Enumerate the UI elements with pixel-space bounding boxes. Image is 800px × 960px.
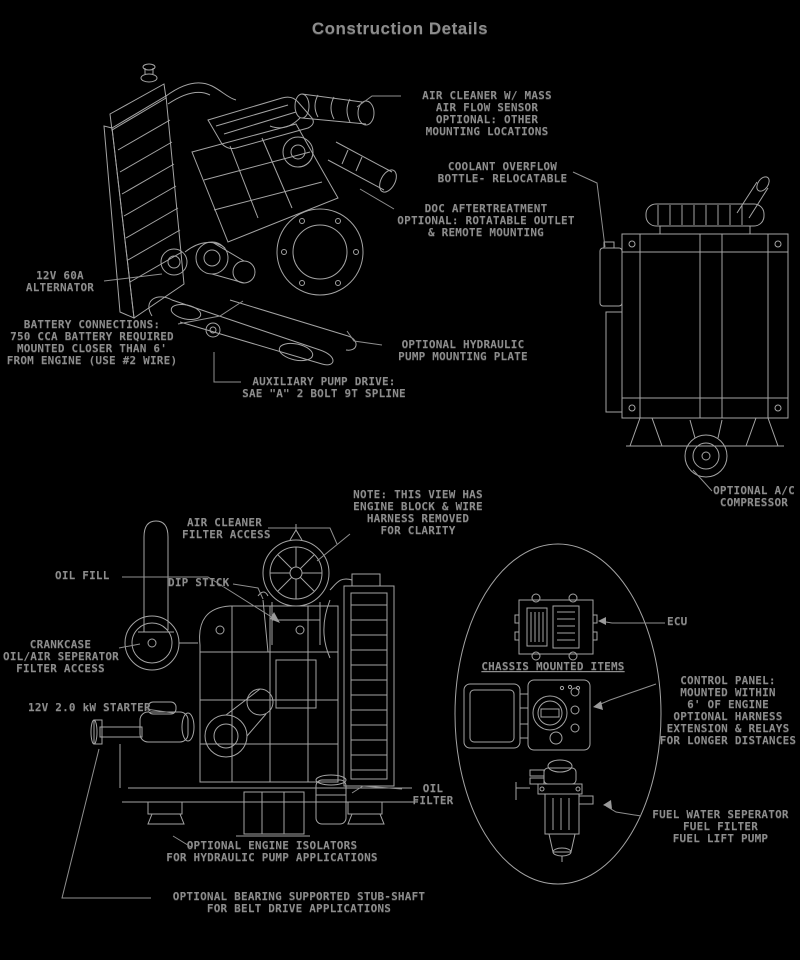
- chassis-mounted-items-drawing: [454, 543, 662, 885]
- label-fuel-system: FUEL WATER SEPERATOR FUEL FILTER FUEL LI…: [652, 808, 789, 845]
- label-coolant-overflow: COOLANT OVERFLOW BOTTLE- RELOCATABLE: [437, 160, 568, 185]
- label-starter: 12V 2.0 kW STARTER: [28, 701, 151, 714]
- label-air-cleaner-filter: AIR CLEANER FILTER ACCESS: [182, 516, 271, 541]
- label-doc-aftertreatment: DOC AFTERTREATMENT OPTIONAL: ROTATABLE O…: [397, 202, 575, 239]
- label-oil-filter: OIL FILTER: [412, 782, 454, 807]
- label-ac-compressor: OPTIONAL A/C COMPRESSOR: [713, 484, 795, 509]
- label-hydraulic-pump-plate: OPTIONAL HYDRAULIC PUMP MOUNTING PLATE: [398, 338, 528, 363]
- label-crankcase-separator: CRANKCASE OIL/AIR SEPERATOR FILTER ACCES…: [3, 638, 119, 675]
- label-air-cleaner-mass: AIR CLEANER W/ MASS AIR FLOW SENSOR OPTI…: [422, 89, 552, 138]
- label-dip-stick: DIP STICK: [168, 576, 230, 589]
- label-oil-fill: OIL FILL: [55, 569, 110, 582]
- label-engine-isolators: OPTIONAL ENGINE ISOLATORS FOR HYDRAULIC …: [166, 839, 378, 864]
- engine-front-iso-view-drawing: [103, 63, 397, 366]
- label-control-panel: CONTROL PANEL: MOUNTED WITHIN 6' OF ENGI…: [659, 674, 797, 747]
- label-stub-shaft: OPTIONAL BEARING SUPPORTED STUB-SHAFT FO…: [172, 890, 426, 915]
- leader-lines: [61, 95, 713, 899]
- label-alternator: 12V 60A ALTERNATOR: [25, 269, 95, 294]
- label-chassis-mounted-items: CHASSIS MOUNTED ITEMS: [481, 660, 625, 673]
- label-ecu: ECU: [667, 615, 688, 628]
- label-note-view: NOTE: THIS VIEW HAS ENGINE BLOCK & WIRE …: [353, 488, 483, 537]
- engine-side-view-drawing: [90, 520, 418, 837]
- page-title: Construction Details: [311, 19, 489, 38]
- engine-rear-view-drawing: [599, 176, 789, 478]
- label-battery-connections: BATTERY CONNECTIONS: 750 CCA BATTERY REQ…: [6, 318, 178, 367]
- label-auxiliary-pump-drive: AUXILIARY PUMP DRIVE: SAE "A" 2 BOLT 9T …: [242, 375, 406, 400]
